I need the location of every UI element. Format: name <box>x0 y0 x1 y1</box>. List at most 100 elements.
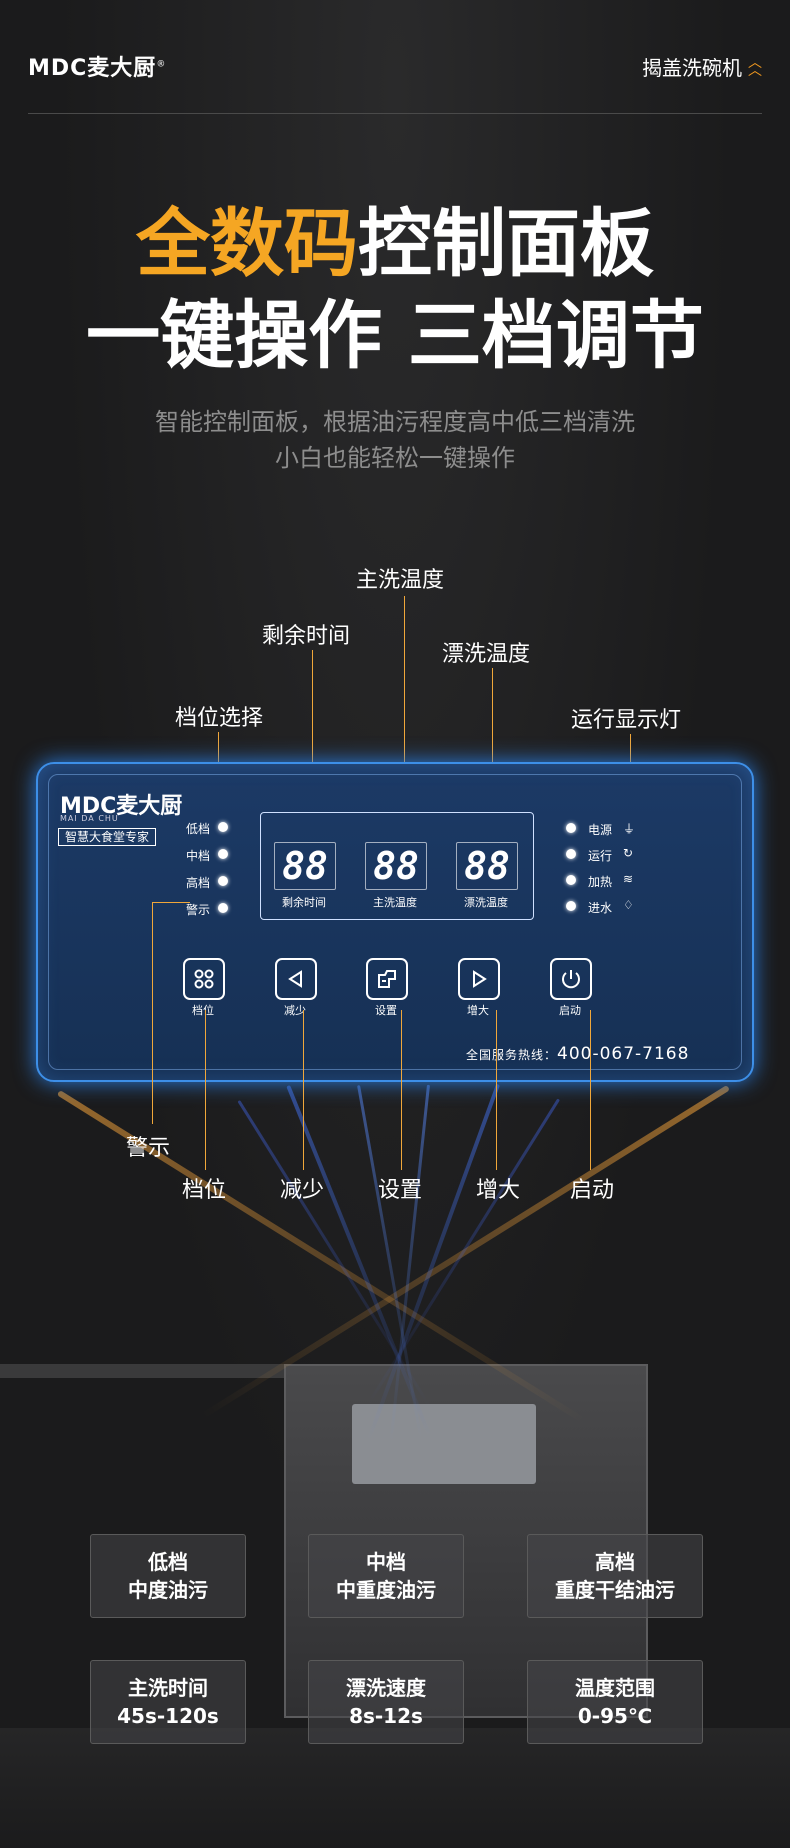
callout-main-wash-temp: 主洗温度 <box>356 568 445 593</box>
increase-button-label: 增大 <box>467 1004 489 1017</box>
warning-label: 警示 <box>186 903 211 917</box>
card-title: 高档 <box>595 1550 635 1574</box>
display-box <box>260 812 534 920</box>
hotline-label: 全国服务热线： <box>466 1048 558 1062</box>
water-inlet-led <box>566 901 576 911</box>
start-button[interactable] <box>550 958 592 1000</box>
callout-settings: 设置 <box>378 1178 423 1203</box>
level-card-high: 高档 重度干结油污 <box>527 1534 703 1618</box>
registered-mark: ® <box>156 59 167 70</box>
plug-icon: ⏚ <box>623 822 636 836</box>
callout-gear: 档位 <box>182 1178 227 1203</box>
callout-line <box>401 1010 402 1170</box>
control-panel-inner <box>48 774 742 1070</box>
product-name: 揭盖洗碗机 <box>642 56 742 80</box>
triangle-right-icon <box>473 970 487 988</box>
callout-run-indicator: 运行显示灯 <box>571 708 682 733</box>
grid-icon <box>194 969 214 989</box>
service-hotline: 全国服务热线：400-067-7168 <box>466 1044 689 1064</box>
decrease-button-label: 减少 <box>284 1004 306 1017</box>
headline-accent: 全数码 <box>136 201 358 287</box>
decrease-button[interactable] <box>275 958 317 1000</box>
display-main-wash-temp: 88 <box>365 842 427 890</box>
level-low-led <box>218 822 228 832</box>
callout-line <box>492 668 493 844</box>
callout-rinse-temp: 漂洗温度 <box>442 642 531 667</box>
callout-line <box>590 1010 591 1170</box>
display-rinse-temp-label: 漂洗温度 <box>464 896 508 909</box>
table-silhouette <box>0 1364 284 1378</box>
card-value: 中重度油污 <box>336 1578 436 1602</box>
subtitle-line2: 小白也能轻松一键操作 <box>275 444 515 472</box>
callout-line <box>303 1010 304 1170</box>
card-title: 中档 <box>366 1550 406 1574</box>
increase-button[interactable] <box>458 958 500 1000</box>
spec-card-rinse-speed: 漂洗速度 8s-12s <box>308 1660 464 1744</box>
level-mid-label: 中档 <box>186 849 211 863</box>
subtitle: 智能控制面板，根据油污程度高中低三档清洗 小白也能轻松一键操作 <box>0 404 790 476</box>
start-button-label: 启动 <box>559 1004 581 1017</box>
callout-increase: 增大 <box>476 1178 521 1203</box>
settings-icon <box>378 970 396 988</box>
card-value: 45s-120s <box>117 1704 219 1728</box>
callout-decrease: 减少 <box>280 1178 325 1203</box>
card-value: 0-95℃ <box>577 1704 653 1728</box>
running-led <box>566 849 576 859</box>
callout-line <box>312 650 313 846</box>
callout-line <box>496 1010 497 1170</box>
card-title: 低档 <box>148 1550 188 1574</box>
card-title: 温度范围 <box>575 1676 655 1700</box>
brand-logo-text: MDC麦大厨 <box>28 56 157 81</box>
refresh-icon: ↻ <box>623 846 634 860</box>
card-value: 8s-12s <box>349 1704 423 1728</box>
card-title: 漂洗速度 <box>346 1676 426 1700</box>
headline-rest: 控制面板 <box>358 201 654 287</box>
callout-line <box>152 902 190 903</box>
triangle-left-icon <box>288 970 302 988</box>
gear-button[interactable] <box>183 958 225 1000</box>
card-value: 重度干结油污 <box>555 1578 675 1602</box>
panel-slogan: 智慧大食堂专家 <box>58 828 157 846</box>
callout-line <box>205 1010 206 1170</box>
hotline-number: 400-067-7168 <box>557 1044 690 1064</box>
level-card-low: 低档 中度油污 <box>90 1534 246 1618</box>
subtitle-line1: 智能控制面板，根据油污程度高中低三档清洗 <box>155 408 635 436</box>
gear-button-label: 档位 <box>192 1004 214 1017</box>
control-panel: MDC麦大厨 MAI DA CHU 智慧大食堂专家 低档 中档 高档 警示 88… <box>36 762 754 1082</box>
warning-led <box>218 903 228 913</box>
product-tag: 揭盖洗碗机 ︿︿ <box>642 52 762 81</box>
card-title: 主洗时间 <box>128 1676 208 1700</box>
level-high-label: 高档 <box>186 876 211 890</box>
machine-control-panel-image <box>352 1404 536 1484</box>
headline-line1: 全数码控制面板 <box>0 198 790 290</box>
power-icon <box>562 970 580 989</box>
settings-button-label: 设置 <box>375 1004 397 1017</box>
display-remaining-time-label: 剩余时间 <box>282 896 326 909</box>
level-low-label: 低档 <box>186 822 211 836</box>
floor <box>0 1728 790 1848</box>
power-led <box>566 823 576 833</box>
display-remaining-time: 88 <box>274 842 336 890</box>
heating-led <box>566 875 576 885</box>
spec-card-temp-range: 温度范围 0-95℃ <box>527 1660 703 1744</box>
callout-gear-select: 档位选择 <box>175 706 264 731</box>
callout-start: 启动 <box>570 1178 615 1203</box>
chevron-up-icon: ︿︿ <box>748 54 762 79</box>
heat-icon: ≋ <box>623 872 634 886</box>
callout-line <box>404 596 405 842</box>
settings-button[interactable] <box>366 958 408 1000</box>
level-card-mid: 中档 中重度油污 <box>308 1534 464 1618</box>
level-mid-led <box>218 849 228 859</box>
water-drop-icon: ♢ <box>623 898 634 912</box>
card-value: 中度油污 <box>128 1578 208 1602</box>
callout-remaining-time: 剩余时间 <box>262 624 351 649</box>
status-power-label: 电源 <box>588 823 613 837</box>
callout-warning: 警示 <box>126 1136 171 1161</box>
brand-logo: MDC麦大厨® <box>28 50 166 82</box>
divider <box>28 113 762 114</box>
panel-logo: MDC麦大厨 <box>60 794 183 819</box>
callout-line <box>152 902 153 1124</box>
panel-logo-sub: MAI DA CHU <box>60 814 119 823</box>
level-high-led <box>218 876 228 886</box>
headline-line2: 一键操作 三档调节 <box>86 293 704 379</box>
